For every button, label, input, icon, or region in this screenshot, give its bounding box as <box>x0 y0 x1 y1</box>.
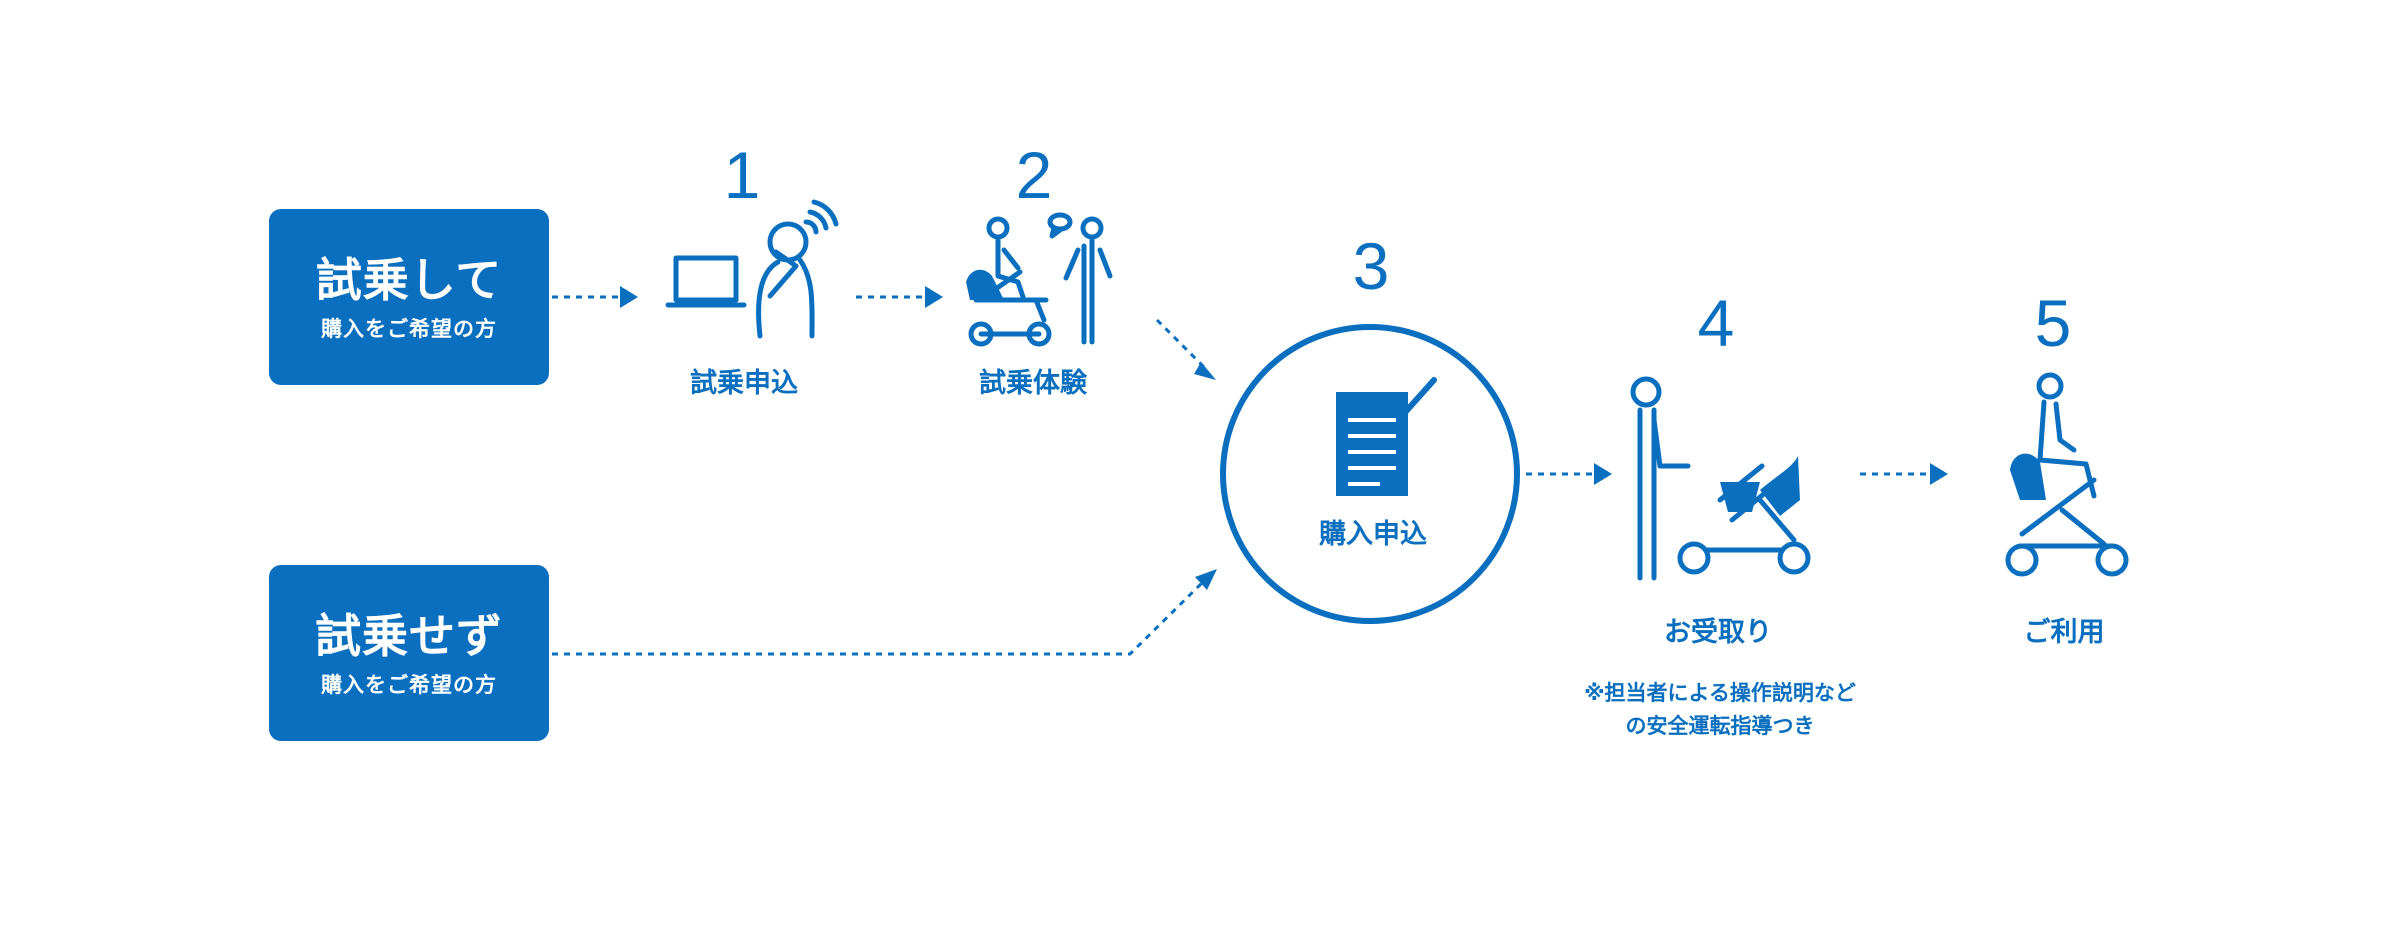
step-3-number: 3 <box>1352 229 1390 303</box>
rider-icon <box>2005 372 2129 577</box>
step-4-note-line: の安全運転指導つき <box>1625 714 1815 738</box>
arrow-step2-to-step3 <box>1155 318 1210 373</box>
entry-box-subtitle: 購入をご希望の方 <box>321 317 497 341</box>
document-pen-icon <box>1336 392 1408 496</box>
arrowhead <box>1930 463 1948 485</box>
step-1-label: 試乗申込 <box>690 368 798 399</box>
step-1-number: 1 <box>723 138 761 212</box>
step-5-number: 5 <box>2034 286 2072 360</box>
arrowhead <box>925 286 943 308</box>
step-2-number: 2 <box>1015 138 1053 212</box>
purchase-circle <box>1220 324 1520 624</box>
entry-box-title: 試乗して <box>315 253 503 307</box>
arrowhead <box>1594 463 1612 485</box>
step-4-note: ※担当者による操作説明など の安全運転指導つき <box>1540 677 1900 743</box>
arrowhead <box>1195 569 1217 590</box>
entry-box-subtitle: 購入をご希望の方 <box>321 673 497 697</box>
step-4-label: お受取り <box>1664 617 1772 648</box>
step-3-label: 購入申込 <box>1319 519 1427 550</box>
arrowhead <box>620 286 638 308</box>
step-5-label: ご利用 <box>2023 617 2105 648</box>
test-ride-icon <box>966 212 1113 347</box>
arrowhead <box>1194 362 1216 380</box>
entry-box-with-trial: 試乗して 購入をご希望の方 <box>269 209 549 385</box>
step-4-note-line: ※担当者による操作説明など <box>1584 681 1856 705</box>
entry-box-without-trial: 試乗せず 購入をご希望の方 <box>269 565 549 741</box>
laptop-phone-icon <box>665 199 839 339</box>
arrow-notrial-to-step3 <box>552 576 1209 656</box>
person-vehicle-icon <box>1630 376 1811 581</box>
entry-box-title: 試乗せず <box>315 609 503 663</box>
step-4-number: 4 <box>1697 286 1735 360</box>
step-2-label: 試乗体験 <box>979 368 1087 399</box>
